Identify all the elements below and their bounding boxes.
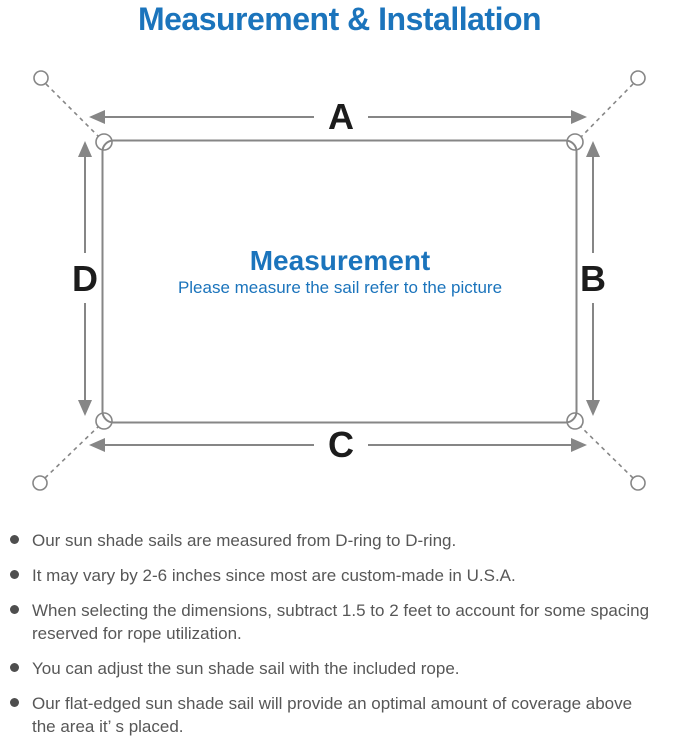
arrowhead-down-icon [78,400,92,416]
bullet-item: When selecting the dimensions, subtract … [10,599,665,645]
bullet-line: the area it’ s placed. [32,717,184,736]
rope-line-top-left [45,83,102,140]
bullet-line: When selecting the dimensions, subtract … [32,601,650,620]
rope-line-bottom-left [44,423,102,479]
arrowhead-down-icon [586,400,600,416]
d-ring-top-right [566,133,584,151]
bullet-text: Our sun shade sails are measured from D-… [32,529,456,552]
bullet-text: When selecting the dimensions, subtract … [32,599,649,645]
bullet-dot-icon [10,698,19,707]
arrowhead-left-icon [89,438,105,452]
dimension-c: C [89,424,587,465]
anchor-circle-top-right [630,70,646,86]
dimension-b: B [580,141,606,416]
dim-label-c: C [328,424,354,465]
shade-sail-rectangle [101,139,578,424]
bullet-line: It may vary by 2-6 inches since most are… [32,566,516,585]
arrowhead-up-icon [586,141,600,157]
bullet-text: It may vary by 2-6 inches since most are… [32,564,516,587]
rope-line-top-right [578,83,634,140]
d-ring-top-left [95,133,113,151]
corner-rope-lines [44,83,634,479]
page-title: Measurement & Installation [137,1,542,37]
bullet-line: reserved for rope utilization. [32,624,242,643]
arrowhead-right-icon [571,438,587,452]
bullet-line: You can adjust the sun shade sail with t… [32,659,460,678]
bullet-dot-icon [10,605,19,614]
rope-line-bottom-right [577,423,634,479]
notes-list: Our sun shade sails are measured from D-… [0,529,679,750]
dim-label-d: D [72,258,98,299]
corner-d-rings [95,133,584,430]
bullet-dot-icon [10,535,19,544]
bullet-dot-icon [10,663,19,672]
sail-measurement-diagram: A C D B Measurement Please meas [32,70,646,491]
d-ring-bottom-left [95,412,113,430]
arrowhead-up-icon [78,141,92,157]
dimension-d: D [72,141,98,416]
anchor-circle-bottom-left [32,475,48,491]
bullet-item: You can adjust the sun shade sail with t… [10,657,665,680]
d-ring-bottom-right [566,412,584,430]
diagram-center-title: Measurement [250,245,431,276]
dim-label-a: A [328,96,354,137]
bullet-item: Our sun shade sails are measured from D-… [10,529,665,552]
arrowhead-right-icon [571,110,587,124]
anchor-circle-top-left [33,70,49,86]
dim-label-b: B [580,258,606,299]
dimension-a: A [89,96,587,137]
arrowhead-left-icon [89,110,105,124]
bullet-item: Our flat-edged sun shade sail will provi… [10,692,665,738]
diagram-center-subtitle: Please measure the sail refer to the pic… [178,278,502,297]
bullet-item: It may vary by 2-6 inches since most are… [10,564,665,587]
anchor-points [32,70,646,491]
bullet-text: You can adjust the sun shade sail with t… [32,657,460,680]
anchor-circle-bottom-right [630,475,646,491]
bullet-line: Our flat-edged sun shade sail will provi… [32,694,633,713]
bullet-text: Our flat-edged sun shade sail will provi… [32,692,632,738]
bullet-dot-icon [10,570,19,579]
bullet-line: Our sun shade sails are measured from D-… [32,531,457,550]
